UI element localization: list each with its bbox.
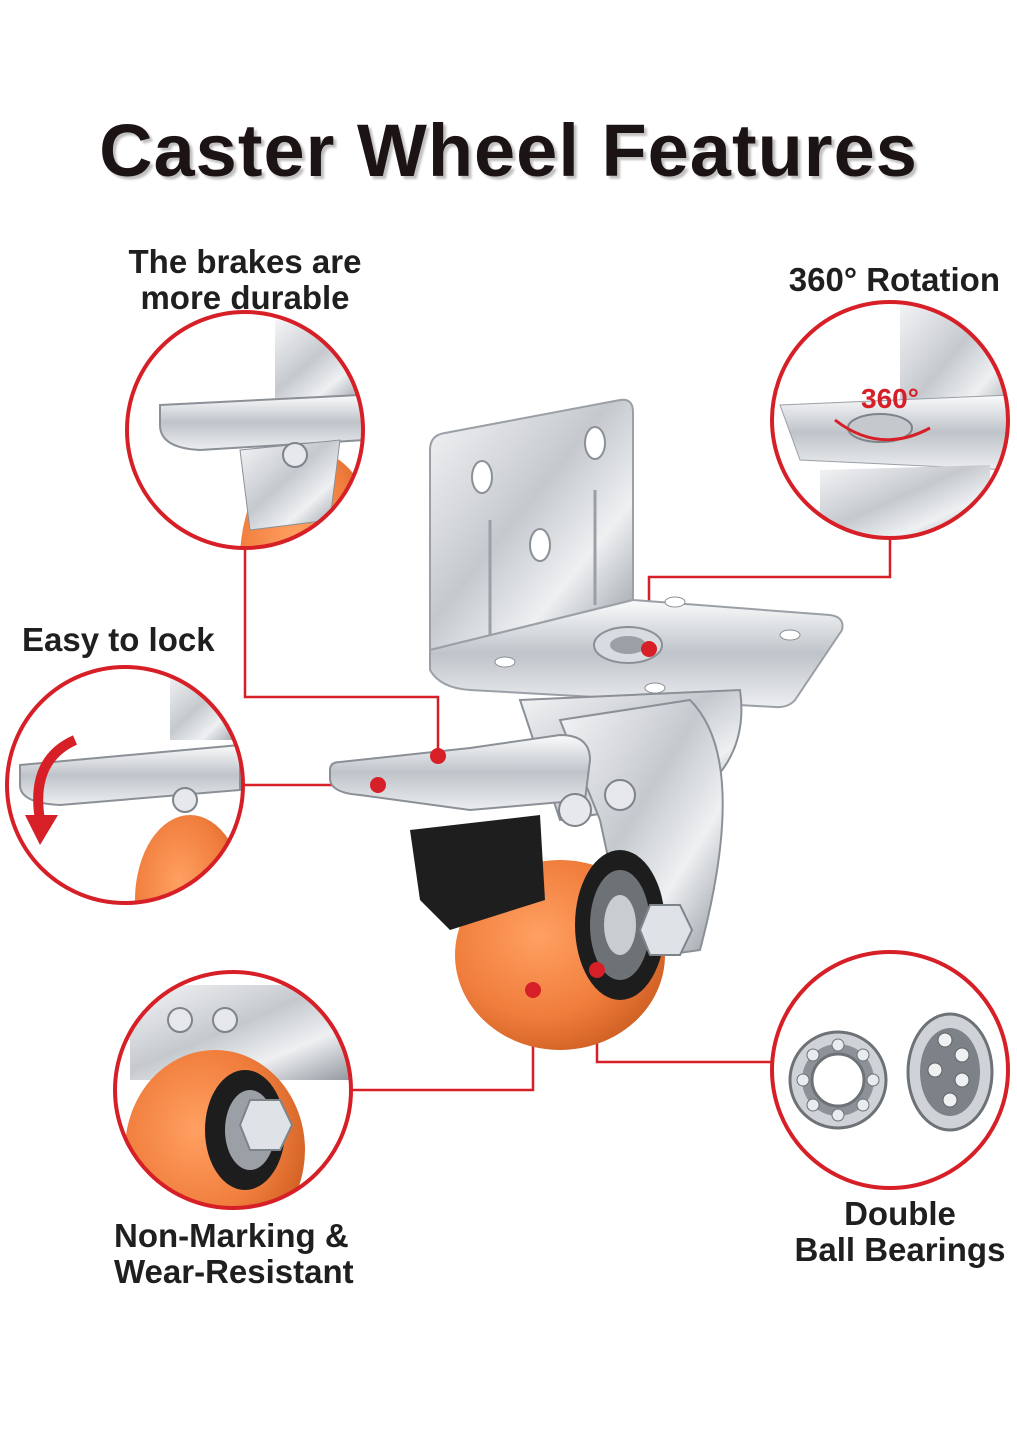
- brakes-connector: [243, 548, 440, 755]
- wheel-label-line2: Wear-Resistant: [114, 1253, 354, 1290]
- rotation-detail-circle: 360°: [770, 300, 1010, 540]
- brakes-label-line2: more durable: [140, 279, 350, 316]
- lock-label-text: Easy to lock: [22, 621, 215, 658]
- callout-dots: [370, 641, 657, 998]
- brake-pedal: [329, 733, 592, 812]
- brakes-label-line1: The brakes are: [128, 243, 362, 280]
- lock-detail-circle: [5, 665, 245, 905]
- bearings-label: Double Ball Bearings: [780, 1196, 1017, 1268]
- caster-product: [329, 398, 844, 1050]
- rotation-label-text: 360° Rotation: [788, 261, 1000, 298]
- bearings-label-line2: Ball Bearings: [794, 1231, 1006, 1268]
- wheel-label-line1: Non-Marking &: [114, 1217, 349, 1254]
- brakes-label: The brakes are more durable: [90, 244, 400, 316]
- bearings-label-line1: Double: [844, 1195, 956, 1232]
- brake-pad: [410, 815, 545, 930]
- page-title: Caster Wheel Features: [99, 109, 918, 192]
- fork: [558, 698, 724, 962]
- bearings-detail-circle: [770, 950, 1010, 1190]
- rotation-label: 360° Rotation: [700, 262, 1000, 298]
- rotation-badge: 360°: [861, 383, 919, 414]
- wheel-detail-circle: [113, 970, 353, 1210]
- lock-arrow-icon: [33, 735, 78, 821]
- rotation-arrow: [834, 418, 931, 442]
- wheel-label: Non-Marking & Wear-Resistant: [114, 1218, 414, 1290]
- brakes-detail-circle: [125, 310, 365, 550]
- lock-label: Easy to lock: [22, 622, 282, 658]
